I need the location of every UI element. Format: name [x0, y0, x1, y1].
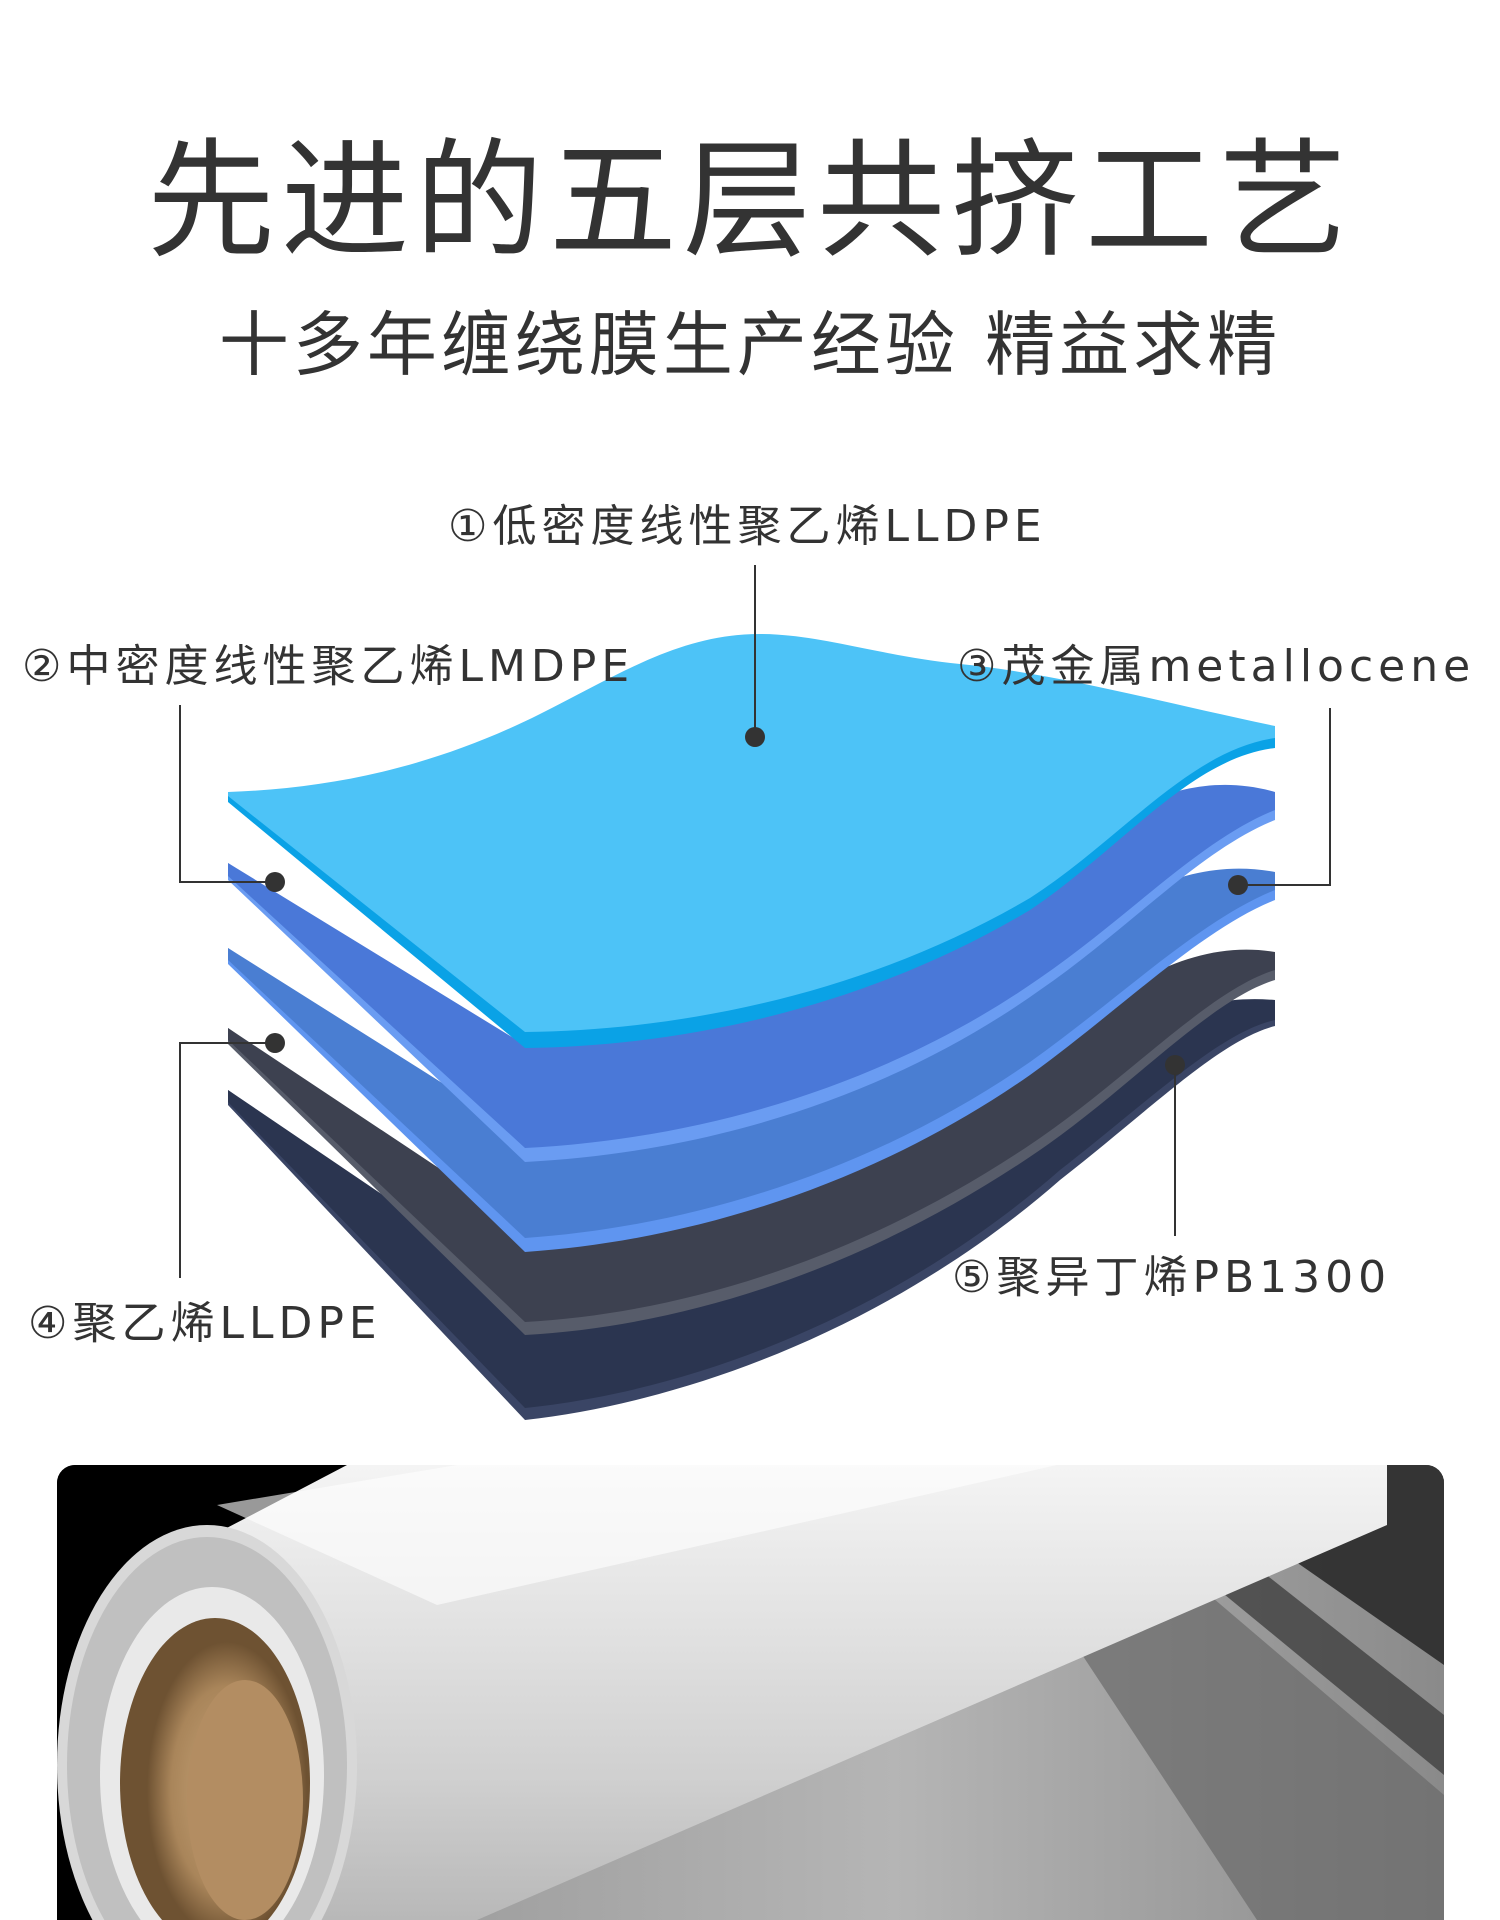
leader-line-4 — [179, 1033, 285, 1278]
layer-4-label: ④聚乙烯LLDPE — [28, 1298, 382, 1349]
layer-4-sheet — [228, 949, 1275, 1335]
layer-3-sheet — [228, 868, 1275, 1252]
marker-dot-3 — [1228, 875, 1248, 895]
stretch-film-roll-image — [57, 1465, 1444, 1920]
page-title: 先进的五层共挤工艺 — [146, 127, 1353, 276]
marker-dot-2 — [265, 872, 285, 892]
leader-line-5 — [1165, 1055, 1185, 1236]
five-layer-diagram — [179, 565, 1331, 1420]
leader-line-3 — [1228, 708, 1331, 895]
marker-dot-5 — [1165, 1055, 1185, 1075]
layer-3-label: ③茂金属metallocene — [957, 641, 1476, 692]
page-subtitle: 十多年缠绕膜生产经验 精益求精 — [218, 304, 1282, 386]
layer-2-label: ②中密度线性聚乙烯LMDPE — [22, 641, 635, 692]
marker-dot-1 — [745, 727, 765, 747]
layer-5-label: ⑤聚异丁烯PB1300 — [952, 1252, 1392, 1303]
layer-1-sheet — [228, 634, 1275, 1048]
leader-line-2 — [179, 705, 285, 892]
layer-5-sheet — [228, 999, 1275, 1420]
layer-1-label: ①低密度线性聚乙烯LLDPE — [448, 501, 1047, 552]
marker-dot-4 — [265, 1033, 285, 1053]
leader-line-1 — [745, 565, 765, 747]
layer-2-sheet — [228, 784, 1275, 1162]
